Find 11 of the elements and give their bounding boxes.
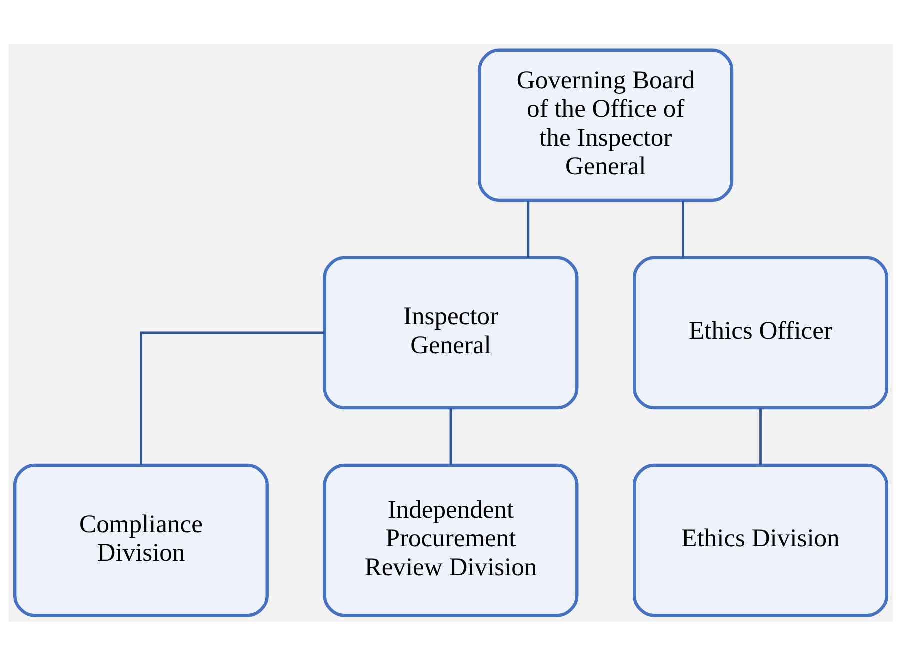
node-box: Inspector General: [323, 256, 579, 410]
connector: [682, 200, 685, 258]
node-box: Ethics Officer: [633, 256, 888, 410]
node-box: Independent Procurement Review Division: [323, 464, 579, 618]
node-box: Compliance Division: [14, 464, 269, 618]
connector: [140, 332, 325, 466]
connector: [527, 200, 530, 258]
node-box: Governing Board of the Office of the Inspector General: [478, 48, 734, 202]
connector: [450, 408, 452, 466]
connector: [760, 408, 762, 466]
node-box: Ethics Division: [633, 464, 888, 618]
